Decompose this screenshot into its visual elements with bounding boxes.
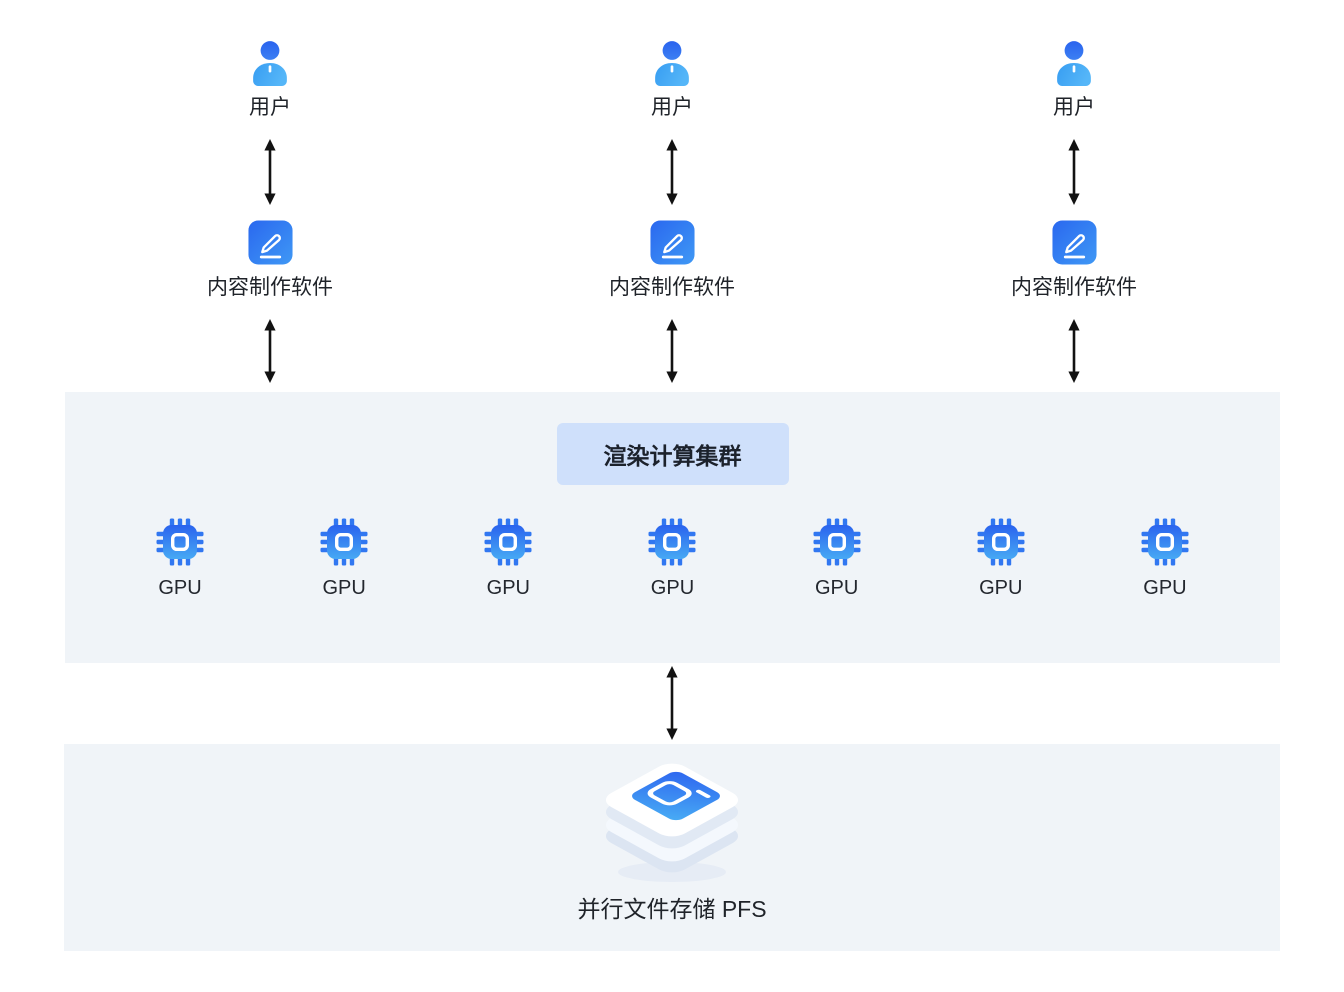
gpu-node: GPU bbox=[145, 516, 215, 600]
double-arrow-icon bbox=[666, 139, 678, 205]
pencil-edit-icon bbox=[649, 220, 695, 265]
gpu-row: GPU GPU bbox=[65, 516, 1280, 600]
user-label: 用户 bbox=[1053, 96, 1095, 119]
storage-box-icon bbox=[605, 763, 739, 882]
gpu-chip-icon bbox=[648, 518, 696, 566]
gpu-node: GPU bbox=[637, 516, 707, 600]
double-arrow-icon bbox=[666, 319, 678, 383]
gpu-label: GPU bbox=[322, 577, 366, 599]
gpu-chip-icon bbox=[977, 518, 1025, 566]
user-column-2: 用户 内容制作软件 bbox=[562, 40, 782, 383]
gpu-chip-icon bbox=[484, 518, 532, 566]
render-cluster-panel: 渲染计算集群 GPU bbox=[65, 392, 1280, 663]
software-label: 内容制作软件 bbox=[207, 276, 333, 299]
cluster-title-badge: 渲染计算集群 bbox=[556, 423, 789, 485]
user-label: 用户 bbox=[651, 96, 693, 119]
pencil-edit-icon bbox=[247, 220, 293, 265]
gpu-chip-icon bbox=[156, 518, 204, 566]
user-icon bbox=[655, 41, 689, 86]
user-label: 用户 bbox=[249, 96, 291, 119]
software-label: 内容制作软件 bbox=[1011, 276, 1137, 299]
double-arrow-icon bbox=[666, 666, 678, 740]
gpu-label: GPU bbox=[486, 577, 530, 599]
user-column-1: 用户 内容制作软件 bbox=[160, 40, 380, 383]
gpu-label: GPU bbox=[650, 577, 695, 599]
pencil-edit-icon bbox=[1051, 220, 1097, 265]
gpu-chip-icon bbox=[813, 518, 861, 566]
gpu-node: GPU bbox=[473, 516, 543, 600]
gpu-node: GPU bbox=[309, 516, 379, 600]
gpu-node: GPU bbox=[1130, 516, 1200, 600]
gpu-label: GPU bbox=[1143, 577, 1187, 599]
user-icon bbox=[1057, 41, 1091, 86]
double-arrow-icon bbox=[264, 139, 276, 205]
storage-label: 并行文件存储 PFS bbox=[577, 896, 767, 922]
gpu-label: GPU bbox=[158, 577, 202, 599]
user-icon bbox=[253, 41, 287, 86]
gpu-label: GPU bbox=[814, 577, 859, 599]
double-arrow-icon bbox=[1068, 319, 1080, 383]
gpu-node: GPU bbox=[802, 516, 872, 600]
gpu-label: GPU bbox=[979, 577, 1023, 599]
software-label: 内容制作软件 bbox=[609, 276, 735, 299]
storage-panel: 并行文件存储 PFS bbox=[64, 744, 1280, 951]
gpu-chip-icon bbox=[320, 518, 368, 566]
double-arrow-icon bbox=[264, 319, 276, 383]
gpu-chip-icon bbox=[1141, 518, 1189, 566]
gpu-node: GPU bbox=[966, 516, 1036, 600]
user-column-3: 用户 内容制作软件 bbox=[964, 40, 1184, 383]
double-arrow-icon bbox=[1068, 139, 1080, 205]
